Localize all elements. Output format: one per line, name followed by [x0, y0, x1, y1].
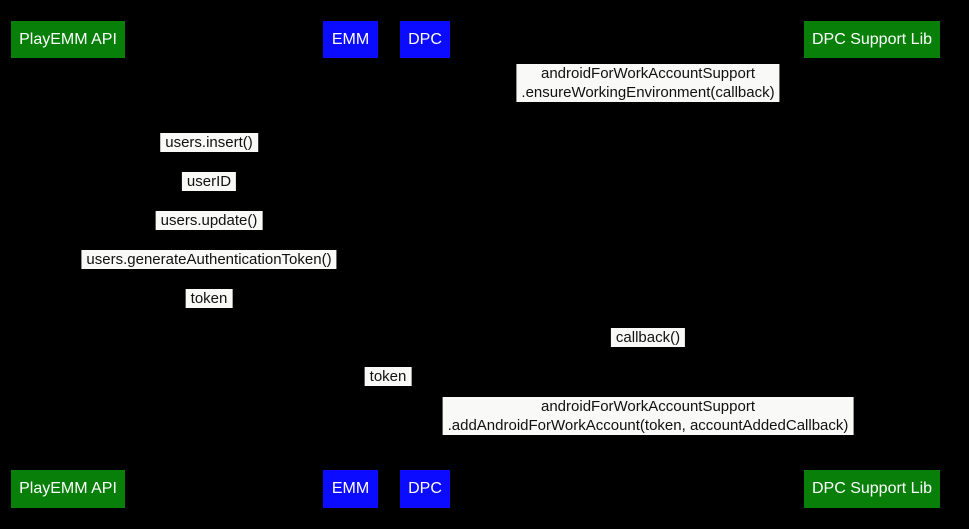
- message-callback: callback(): [610, 328, 686, 347]
- actor-dpc-support-lib-top: DPC Support Lib: [804, 21, 940, 58]
- actor-playemm-api-bottom: PlayEMM API: [11, 470, 125, 508]
- message-add-android-for-work-account: androidForWorkAccountSupport .addAndroid…: [442, 397, 854, 435]
- message-token-to-dpc: token: [364, 367, 412, 386]
- message-line: .addAndroidForWorkAccount(token, account…: [447, 417, 849, 434]
- message-line: .ensureWorkingEnvironment(callback): [521, 84, 775, 101]
- actor-playemm-api-top: PlayEMM API: [11, 21, 125, 58]
- message-users-insert: users.insert(): [160, 133, 258, 152]
- message-token-to-emm: token: [185, 289, 233, 308]
- actor-dpc-support-lib-bottom: DPC Support Lib: [804, 470, 940, 508]
- message-users-generate-auth-token: users.generateAuthenticationToken(): [81, 250, 337, 269]
- message-users-update: users.update(): [155, 211, 263, 230]
- actor-dpc-bottom: DPC: [400, 470, 450, 508]
- message-ensure-working-environment: androidForWorkAccountSupport .ensureWork…: [516, 64, 780, 102]
- actor-emm-bottom: EMM: [323, 470, 378, 508]
- actor-emm-top: EMM: [323, 21, 378, 58]
- actor-dpc-top: DPC: [400, 21, 450, 58]
- message-line: androidForWorkAccountSupport: [541, 398, 755, 415]
- message-user-id: userID: [181, 172, 237, 191]
- message-line: androidForWorkAccountSupport: [540, 65, 755, 82]
